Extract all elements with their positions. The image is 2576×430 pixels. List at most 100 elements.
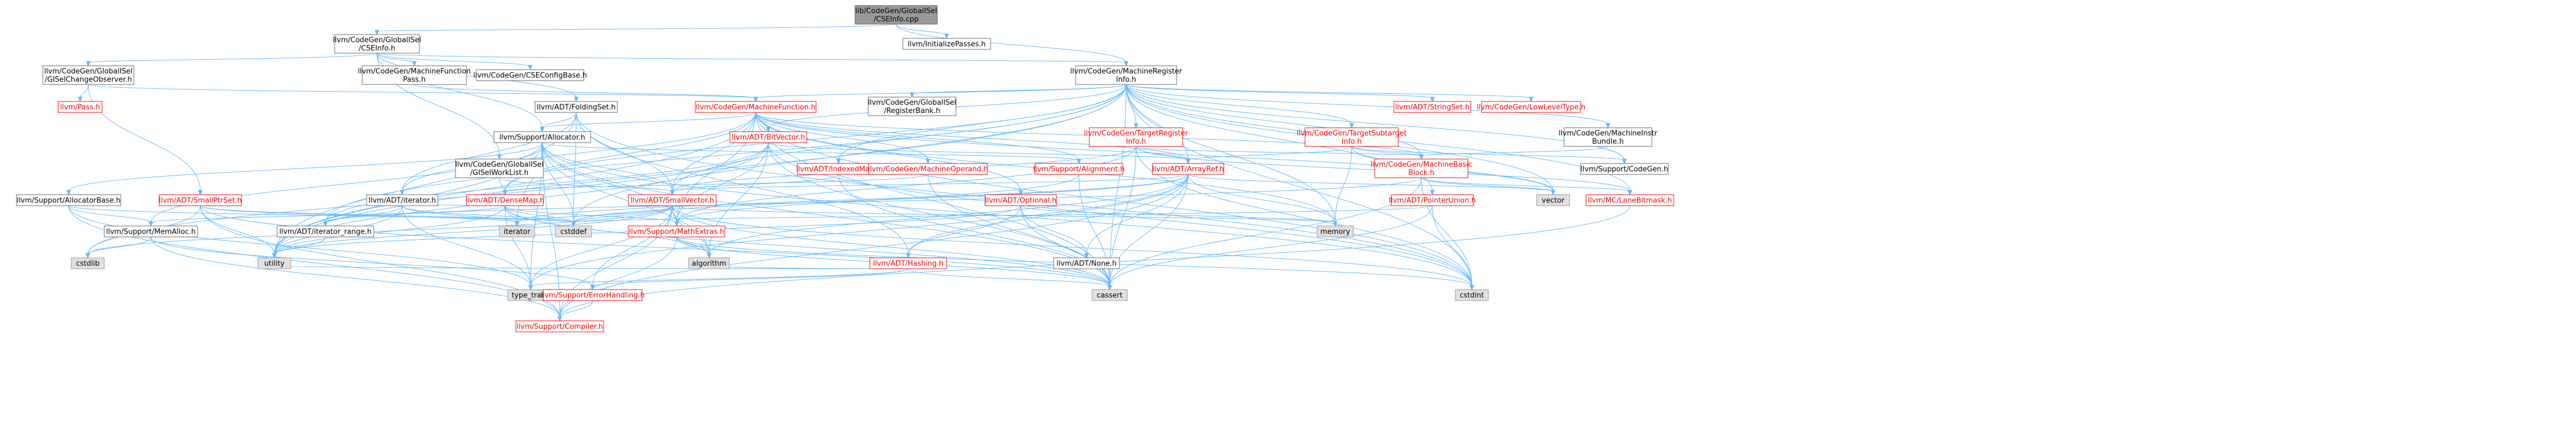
edge-cseinfo-to-gisel_obs [86, 53, 378, 67]
node-box [499, 225, 535, 237]
edge-pointerunion-to-cstddef [571, 205, 1433, 227]
node-mf[interactable]: llvm/CodeGen/MachineFunction.h [695, 101, 817, 113]
node-scodegen[interactable]: llvm/Support/CodeGen.h [1580, 163, 1669, 175]
node-stringset[interactable]: llvm/ADT/StringSet.h [1393, 101, 1471, 113]
node-box [366, 194, 438, 206]
node-label: llvm/ADT/Hashing.h [873, 260, 943, 268]
node-label: Bundle.h [1592, 138, 1624, 146]
edge-root-to-initpasses [896, 24, 949, 39]
node-box [1393, 101, 1471, 113]
node-mop[interactable]: llvm/CodeGen/MachineOperand.h [868, 163, 988, 175]
node-cstdint: cstdint [1455, 289, 1489, 301]
edge-mri-to-tsi [1126, 84, 1354, 129]
node-alignment[interactable]: llvm/Support/Alignment.h [1033, 163, 1125, 175]
node-label: utility [265, 260, 285, 268]
node-root: lib/CodeGen/GlobalISel/CSEInfo.cpp [854, 5, 938, 25]
node-initpasses[interactable]: llvm/InitializePasses.h [902, 38, 991, 50]
edge-optional-to-hashing [905, 205, 1021, 259]
node-optional[interactable]: llvm/ADT/Optional.h [985, 194, 1057, 206]
node-box [729, 131, 807, 143]
node-cseinfo[interactable]: llvm/CodeGen/GlobalISel/CSEInfo.h [333, 34, 421, 54]
node-box [334, 34, 420, 54]
node-label: lib/CodeGen/GlobalISel [856, 7, 937, 15]
edge-mathextras-to-algorithm [676, 236, 712, 259]
node-none[interactable]: llvm/ADT/None.h [1053, 257, 1120, 269]
edge-smallvector-to-iteratorsys [514, 205, 673, 227]
node-iterator[interactable]: llvm/ADT/iterator.h [366, 194, 438, 206]
edge-mf-to-mop [755, 112, 931, 165]
node-label: llvm/ADT/None.h [1056, 260, 1116, 268]
node-box [1391, 194, 1474, 206]
edge-allocator-to-allocbase [66, 142, 543, 196]
node-box [71, 257, 105, 269]
edge-mri-to-regbank [909, 84, 1127, 98]
node-box [466, 194, 544, 206]
node-densemap[interactable]: llvm/ADT/DenseMap.h [465, 194, 544, 206]
edge-iterrange-to-utility [272, 236, 326, 259]
edge-mri-to-stringset [1126, 84, 1435, 103]
node-label: llvm/CodeGen/MachineInstr [1559, 129, 1657, 138]
node-label: cstddef [560, 228, 587, 236]
node-errhandling[interactable]: llvm/Support/ErrorHandling.h [541, 289, 645, 301]
node-arrayref[interactable]: llvm/ADT/ArrayRef.h [1152, 163, 1224, 175]
edge-mbb-to-cassert [1107, 177, 1422, 291]
node-layer: lib/CodeGen/GlobalISel/CSEInfo.cpp llvm/C… [16, 5, 1674, 332]
node-box [1075, 65, 1177, 85]
node-label: iterator [504, 228, 531, 236]
node-allocator[interactable]: llvm/Support/Allocator.h [493, 131, 591, 143]
node-smallvector[interactable]: llvm/ADT/SmallVector.h [628, 194, 717, 206]
node-pointerunion[interactable]: llvm/ADT/PointerUnion.h [1389, 194, 1476, 206]
node-label: /CSEInfo.h [359, 44, 396, 53]
node-label: llvm/ADT/SmallPtrSet.h [159, 197, 241, 205]
node-cstdlib: cstdlib [71, 257, 105, 269]
node-box [868, 97, 957, 116]
node-label: /RegisterBank.h [884, 107, 941, 115]
node-label: Info.h [1126, 138, 1146, 146]
edge-arrayref-to-cassert [1107, 174, 1189, 291]
node-allocbase[interactable]: llvm/Support/AllocatorBase.h [16, 194, 121, 206]
node-box [159, 194, 242, 206]
node-lowlevel[interactable]: llvm/CodeGen/LowLevelType.h [1477, 101, 1585, 113]
node-gisel_obs[interactable]: llvm/CodeGen/GlobalISel/GISelChangeObser… [42, 65, 134, 85]
node-hashing[interactable]: llvm/ADT/Hashing.h [869, 257, 947, 269]
edge-mibundle-to-mbb [1419, 146, 1608, 160]
node-worklist[interactable]: llvm/CodeGen/GlobalISel/GISelWorkList.h [455, 159, 544, 178]
node-box [555, 225, 592, 237]
node-label: llvm/CodeGen/CSEConfigBase.h [473, 72, 587, 80]
node-iteratorsys: iterator [499, 225, 535, 237]
edge-mbb-to-vector [1421, 177, 1556, 196]
node-label: llvm/ADT/PointerUnion.h [1389, 197, 1476, 205]
node-lanebitmask[interactable]: llvm/MC/LaneBitmask.h [1585, 194, 1674, 206]
edge-gisel_obs-to-pass [77, 84, 89, 103]
node-compiler[interactable]: llvm/Support/Compiler.h [515, 320, 604, 332]
node-iterrange[interactable]: llvm/ADT/iterator_range.h [277, 225, 374, 237]
node-label: Info.h [1342, 138, 1362, 146]
node-smallptrset[interactable]: llvm/ADT/SmallPtrSet.h [159, 194, 242, 206]
node-foldingset[interactable]: llvm/ADT/FoldingSet.h [535, 101, 618, 113]
node-mathextras[interactable]: llvm/Support/MathExtras.h [628, 225, 725, 237]
edge-mri-to-lowlevel [1126, 84, 1534, 103]
edge-mri-to-memory [1126, 84, 1338, 227]
node-bitvector[interactable]: llvm/ADT/BitVector.h [729, 131, 807, 143]
node-label: llvm/CodeGen/MachineFunction [358, 67, 471, 76]
edge-allocbase-to-memalloc [68, 205, 154, 227]
node-regbank[interactable]: llvm/CodeGen/GlobalISel/RegisterBank.h [868, 97, 957, 116]
node-box [515, 320, 604, 332]
node-label: llvm/ADT/FoldingSet.h [537, 104, 616, 112]
node-memalloc[interactable]: llvm/Support/MemAlloc.h [104, 225, 198, 237]
node-label: llvm/CodeGen/MachineOperand.h [868, 166, 988, 174]
edge-mri-to-densemap [502, 84, 1127, 196]
node-algorithm: algorithm [688, 257, 730, 269]
node-label: llvm/CodeGen/GlobalISel [333, 36, 421, 44]
node-box [869, 257, 947, 269]
edge-hashing-to-cassert [908, 268, 1112, 291]
node-csecfg[interactable]: llvm/CodeGen/CSEConfigBase.h [473, 69, 587, 81]
node-pass[interactable]: llvm/Pass.h [58, 101, 103, 113]
edge-arrayref-to-vector [1188, 174, 1556, 196]
